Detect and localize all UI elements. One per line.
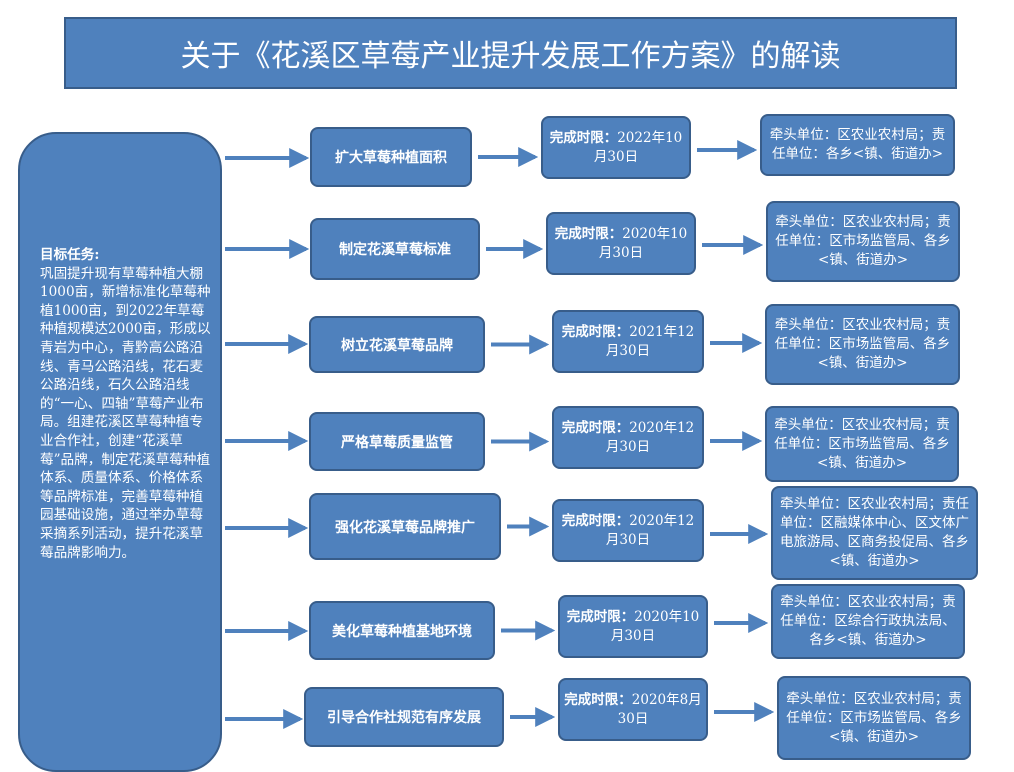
responsible-box-6: 牵头单位：区农业农村局；责任单位：区综合行政执法局、各乡<镇、街道办> (771, 584, 965, 659)
task-box-5: 强化花溪草莓品牌推广 (309, 493, 501, 560)
deadline-box-1: 完成时限：2022年10月30日 (541, 116, 691, 179)
responsible-text: 牵头单位：区农业农村局；责任单位：区市场监管局、各乡<镇、街道办> (774, 317, 951, 371)
deadline-box-2: 完成时限：2020年10月30日 (546, 212, 696, 275)
responsible-box-1: 牵头单位：区农业农村局；责任单位：各乡<镇、街道办> (760, 114, 955, 176)
task-box-4: 严格草莓质量监管 (309, 412, 485, 471)
deadline-value: 2020年10月30日 (598, 225, 688, 261)
responsible-text: 牵头单位：区农业农村局；责任单位：各乡<镇、街道办> (769, 127, 946, 162)
deadline-label: 完成时限： (549, 129, 618, 146)
deadline-box-6: 完成时限：2020年10月30日 (558, 595, 708, 658)
deadline-value: 2020年12月30日 (605, 512, 695, 548)
deadline-box-5: 完成时限：2020年12月30日 (552, 499, 704, 562)
deadline-box-7: 完成时限：2020年8月30日 (558, 678, 708, 741)
task-label: 美化草莓种植基地环境 (332, 623, 472, 640)
responsible-text: 牵头单位：区农业农村局；责任单位：区市场监管局、各乡<镇、街道办> (774, 416, 950, 471)
deadline-box-3: 完成时限：2021年12月30日 (552, 310, 704, 373)
task-box-7: 引导合作社规范有序发展 (304, 687, 504, 747)
deadline-label: 完成时限： (564, 691, 632, 708)
diagram-title: 关于《花溪区草莓产业提升发展工作方案》的解读 (64, 17, 957, 89)
deadline-box-4: 完成时限：2020年12月30日 (552, 406, 704, 469)
task-label: 强化花溪草莓品牌推广 (335, 519, 475, 536)
task-box-3: 树立花溪草莓品牌 (309, 316, 485, 373)
responsible-box-7: 牵头单位：区农业农村局；责任单位：区市场监管局、各乡<镇、街道办> (777, 676, 971, 760)
responsible-box-5: 牵头单位：区农业农村局；责任单位：区融媒体中心、区文体广电旅游局、区商务投促局、… (771, 486, 978, 580)
task-box-2: 制定花溪草莓标准 (310, 218, 480, 280)
deadline-label: 完成时限： (561, 512, 630, 529)
deadline-value: 2020年12月30日 (605, 419, 695, 455)
goal-text: 巩固提升现有草莓种植大棚1000亩，新增标准化草莓种植1000亩，到2022年草… (40, 265, 211, 561)
task-label: 扩大草莓种植面积 (335, 150, 447, 166)
responsible-box-2: 牵头单位：区农业农村局；责任单位：区市场监管局、各乡<镇、街道办> (766, 201, 960, 282)
responsible-text: 牵头单位：区农业农村局；责任单位：区综合行政执法局、各乡<镇、街道办> (780, 594, 956, 648)
responsible-text: 牵头单位：区农业农村局；责任单位：区市场监管局、各乡<镇、街道办> (775, 214, 951, 268)
task-label: 引导合作社规范有序发展 (327, 710, 481, 726)
deadline-value: 2020年10月30日 (610, 608, 700, 644)
goal-heading: 目标任务: (40, 247, 100, 263)
deadline-label: 完成时限： (561, 419, 630, 436)
deadline-label: 完成时限： (561, 323, 630, 340)
responsible-text: 牵头单位：区农业农村局；责任单位：区市场监管局、各乡<镇、街道办> (786, 690, 962, 745)
deadline-value: 2020年8月30日 (617, 691, 702, 727)
deadline-value: 2021年12月30日 (605, 323, 695, 359)
deadline-label: 完成时限： (554, 225, 623, 242)
task-box-1: 扩大草莓种植面积 (310, 127, 472, 187)
deadline-label: 完成时限： (566, 608, 635, 625)
task-label: 树立花溪草莓品牌 (341, 337, 453, 354)
responsible-text: 牵头单位：区农业农村局；责任单位：区融媒体中心、区文体广电旅游局、区商务投促局、… (780, 496, 969, 569)
deadline-value: 2022年10月30日 (593, 129, 683, 165)
responsible-box-4: 牵头单位：区农业农村局；责任单位：区市场监管局、各乡<镇、街道办> (765, 406, 959, 482)
task-label: 制定花溪草莓标准 (339, 242, 451, 258)
responsible-box-3: 牵头单位：区农业农村局；责任单位：区市场监管局、各乡<镇、街道办> (765, 304, 960, 385)
task-box-6: 美化草莓种植基地环境 (309, 601, 495, 660)
task-label: 严格草莓质量监管 (341, 434, 453, 451)
